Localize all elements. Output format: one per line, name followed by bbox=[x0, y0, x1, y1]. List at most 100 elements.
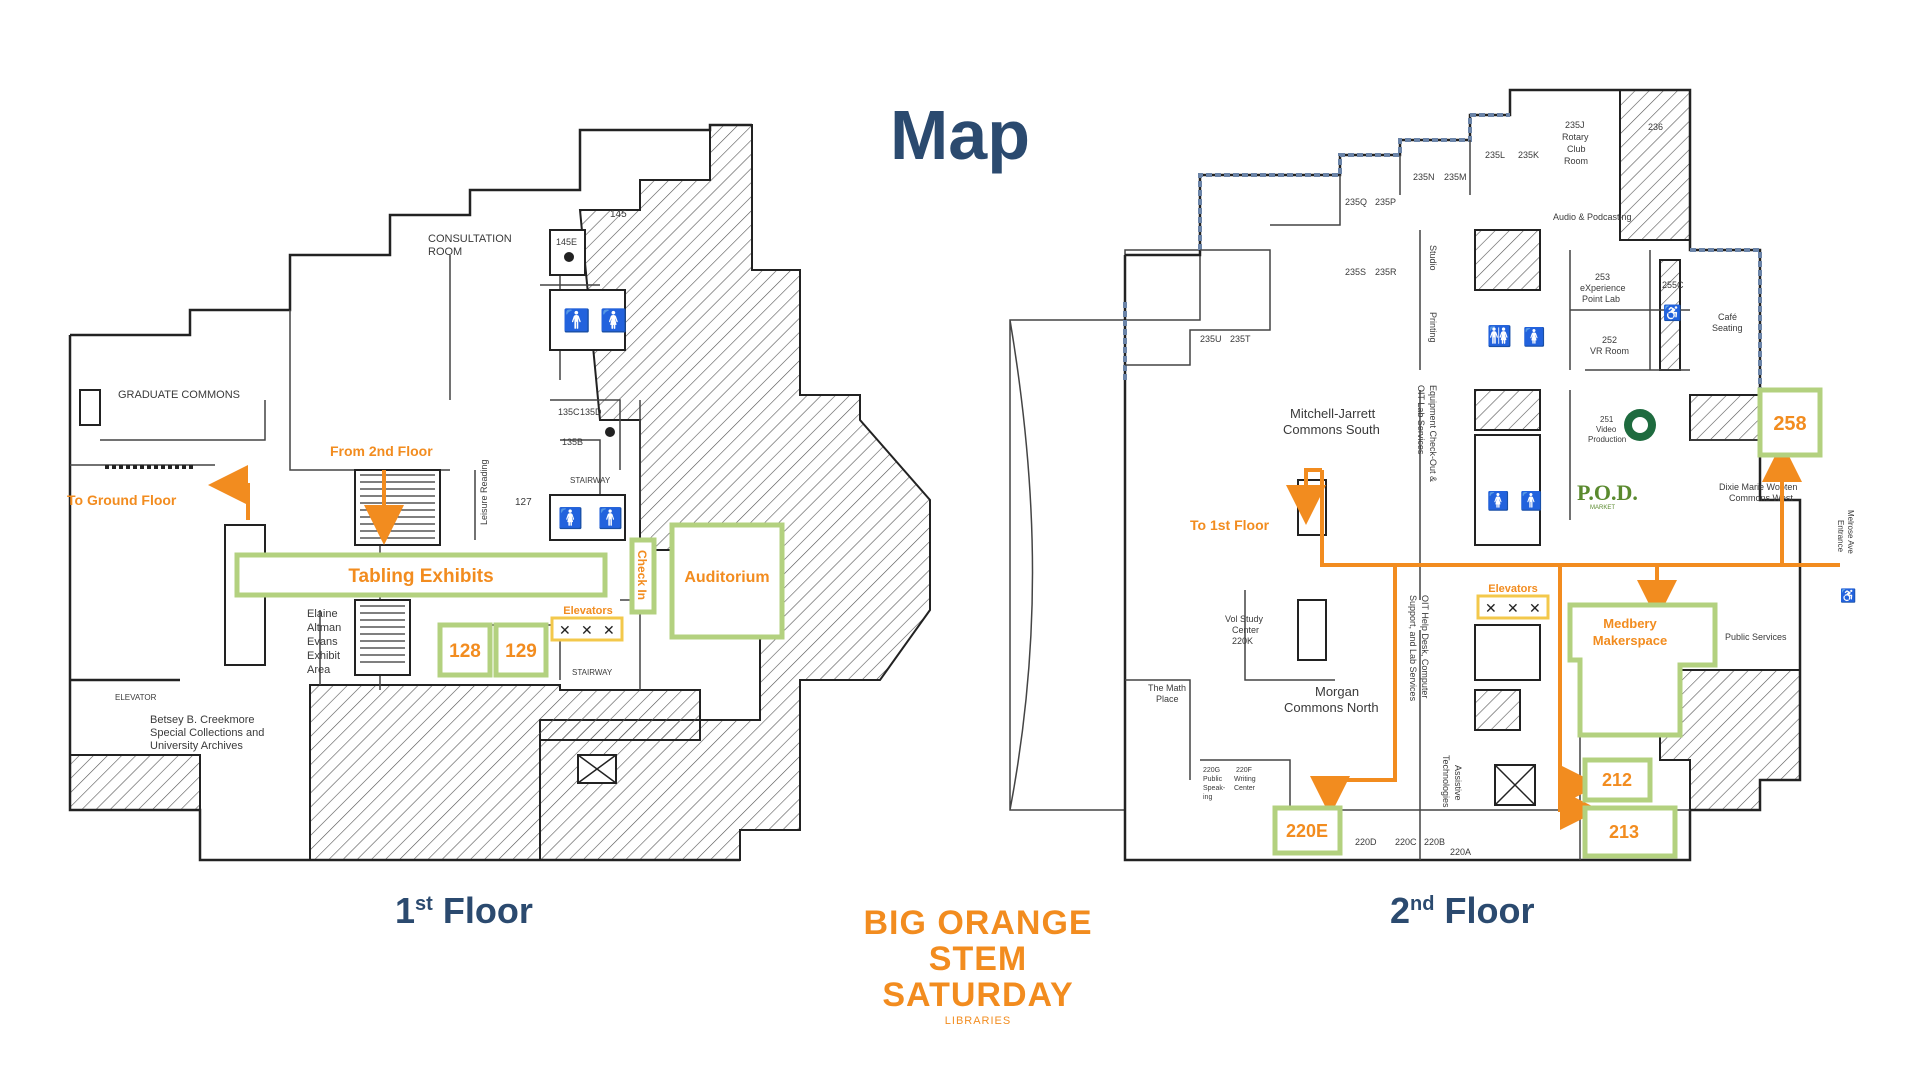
floor2-label: 2nd Floor bbox=[1390, 890, 1534, 932]
label-public-services: Public Services bbox=[1725, 632, 1787, 642]
restroom-icon: 🚺 bbox=[1523, 326, 1545, 347]
label-elaine-4: Exhibit bbox=[307, 650, 340, 662]
label-elaine-2: Altman bbox=[307, 622, 341, 634]
label-220b: 220B bbox=[1424, 837, 1445, 847]
restroom-icon: 🚻 bbox=[1487, 324, 1512, 348]
floor2-label-num: 2 bbox=[1390, 890, 1411, 931]
label-tabling-exhibits: Tabling Exhibits bbox=[348, 566, 493, 587]
restroom-icon: 🚺 bbox=[558, 506, 583, 530]
floor2-outer-wing bbox=[1009, 249, 1201, 811]
label-135b: 135B bbox=[562, 437, 583, 447]
label-255c: 255C bbox=[1662, 280, 1684, 290]
floor2-label-word: Floor bbox=[1444, 890, 1535, 931]
label-220f-3: Center bbox=[1234, 785, 1256, 792]
elevator-x-icon: ✕ bbox=[1529, 600, 1541, 616]
label-235s: 235S bbox=[1345, 267, 1366, 277]
restroom-icon: 🚹 bbox=[563, 308, 590, 333]
starbucks-logo-inner bbox=[1632, 417, 1648, 433]
label-235r: 235R bbox=[1375, 267, 1397, 277]
floor2-stair-lower bbox=[1474, 624, 1541, 681]
floor1-elevators[interactable] bbox=[550, 616, 624, 642]
floor1-label-sup: st bbox=[415, 893, 433, 915]
floor1-hatched-southwest bbox=[69, 754, 201, 811]
medbery-makerspace-room[interactable] bbox=[1567, 602, 1718, 738]
floor1-hatched-east bbox=[539, 124, 931, 861]
big-orange-stem-saturday-logo: BIG ORANGE STEM SATURDAY LIBRARIES bbox=[858, 905, 1098, 1027]
label-235k: 235K bbox=[1518, 150, 1539, 160]
room-213[interactable] bbox=[1582, 805, 1678, 859]
floor2-label-sup: nd bbox=[1410, 893, 1435, 915]
label-dixie-2: Commons West bbox=[1729, 493, 1793, 503]
label-vol-2: Center bbox=[1232, 625, 1259, 635]
label-129: 129 bbox=[505, 641, 537, 662]
label-dixie-1: Dixie Marie Wooten bbox=[1719, 482, 1797, 492]
floor1-label: 1st Floor bbox=[395, 890, 533, 932]
label-220e: 220E bbox=[1286, 821, 1328, 841]
label-220c: 220C bbox=[1395, 837, 1417, 847]
label-stairway-lower: STAIRWAY bbox=[572, 668, 613, 677]
label-220a: 220A bbox=[1450, 847, 1471, 857]
label-mitchell-1: Mitchell-Jarrett bbox=[1290, 406, 1376, 421]
room-258[interactable] bbox=[1757, 387, 1823, 458]
room-220e[interactable] bbox=[1272, 805, 1343, 856]
floor1-stairs bbox=[79, 389, 441, 676]
label-elaine-5: Area bbox=[307, 664, 331, 676]
label-mitchell-2: Commons South bbox=[1283, 422, 1380, 437]
label-253-1: 253 bbox=[1595, 272, 1610, 282]
label-oit-1: OIT Help Desk, Computer bbox=[1420, 595, 1430, 698]
label-235j-2: Rotary bbox=[1562, 132, 1589, 142]
label-auditorium: Auditorium bbox=[684, 569, 769, 586]
elevator-x-icon: ✕ bbox=[1485, 600, 1497, 616]
auditorium-room[interactable] bbox=[669, 522, 785, 640]
label-consultation-1: CONSULTATION bbox=[428, 233, 512, 245]
first-floor-map: 🚹 🚺 🚺 🚹 CONSULTATION ROOM 145E 145 GRADU… bbox=[67, 123, 931, 862]
restroom-icon: 🚹 bbox=[598, 506, 623, 530]
label-cafe-2: Seating bbox=[1712, 323, 1743, 333]
elevator-x-icon: ✕ bbox=[581, 622, 593, 638]
tabling-exhibits-area[interactable] bbox=[234, 552, 608, 598]
label-220f-1: 220F bbox=[1236, 767, 1252, 774]
label-melrose-1: Melrose Ave bbox=[1846, 510, 1855, 554]
label-math-2: Place bbox=[1156, 694, 1179, 704]
label-235u: 235U bbox=[1200, 334, 1222, 344]
label-220g-1: 220G bbox=[1203, 767, 1220, 774]
label-251-1: 251 bbox=[1600, 415, 1614, 424]
label-220g-3: Speak- bbox=[1203, 785, 1226, 792]
floor1-label-word: Floor bbox=[442, 890, 533, 931]
second-floor-map: 🚻 🚺 🚺 🚹 ♿ ♿ 235J Rotary Club Room 236 23… bbox=[1009, 88, 1856, 862]
elevator-x-icon: ✕ bbox=[559, 622, 571, 638]
check-in-area[interactable] bbox=[629, 537, 657, 615]
label-creekmore-2: Special Collections and bbox=[150, 727, 264, 739]
route-to-ground-floor bbox=[208, 465, 250, 520]
floor2-elevators[interactable] bbox=[1476, 594, 1550, 620]
floor2-hatched-c1 bbox=[1474, 229, 1541, 291]
room-212[interactable] bbox=[1582, 757, 1653, 803]
label-253-2: eXperience bbox=[1580, 283, 1626, 293]
room-129[interactable] bbox=[493, 622, 549, 678]
floor2-hatched-c5 bbox=[1689, 394, 1761, 441]
elevator-x-icon: ✕ bbox=[1507, 600, 1519, 616]
label-235n: 235N bbox=[1413, 172, 1435, 182]
label-252-1: 252 bbox=[1602, 335, 1617, 345]
label-220d: 220D bbox=[1355, 837, 1377, 847]
label-medbery-2: Makerspace bbox=[1593, 633, 1667, 648]
label-128: 128 bbox=[449, 641, 481, 662]
label-220f-2: Writing bbox=[1234, 776, 1256, 783]
floor1-outline bbox=[68, 123, 752, 862]
label-213: 213 bbox=[1609, 822, 1639, 842]
label-145e: 145E bbox=[556, 237, 577, 247]
label-studio: Studio bbox=[1428, 245, 1438, 271]
label-235j-1: 235J bbox=[1565, 120, 1585, 130]
label-235t: 235T bbox=[1230, 334, 1251, 344]
label-leisure-reading: Leisure Reading bbox=[479, 459, 489, 525]
label-to-1st-floor: To 1st Floor bbox=[1190, 517, 1270, 533]
floor2-hatched-c2 bbox=[1474, 389, 1541, 431]
restroom-icon: 🚹 bbox=[1520, 490, 1542, 511]
label-printing: Printing bbox=[1428, 312, 1438, 343]
floor2-inner-walls bbox=[1125, 140, 1760, 860]
label-equipment-2: OIT Lab Services bbox=[1416, 385, 1426, 455]
label-235j-3: Club bbox=[1567, 144, 1586, 154]
label-melrose-2: Entrance bbox=[1836, 520, 1845, 553]
room-128[interactable] bbox=[437, 622, 493, 678]
